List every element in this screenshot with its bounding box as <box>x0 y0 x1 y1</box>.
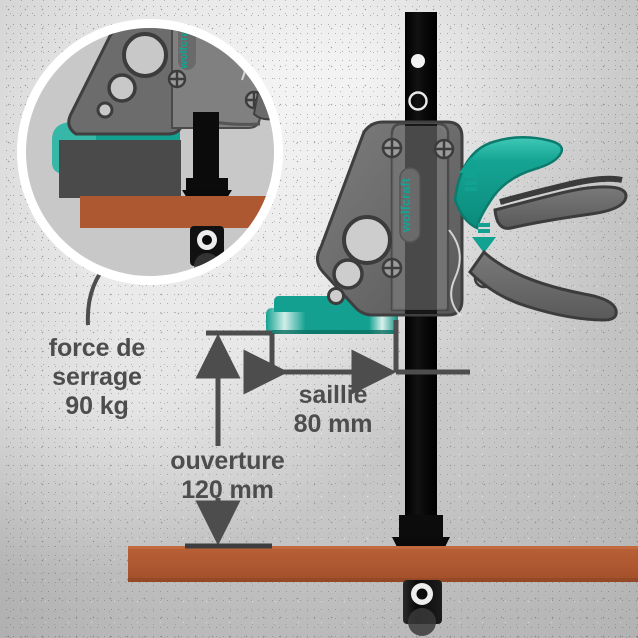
force-annotation: force de serrage 90 kg <box>22 334 172 421</box>
teal-direction-arrows <box>459 157 496 253</box>
pincer-arms <box>468 175 628 322</box>
ouverture-line-1: ouverture <box>170 447 285 475</box>
force-line-3: 90 kg <box>65 392 129 420</box>
ouverture-line-2: 120 mm <box>181 476 274 504</box>
teal-trigger-handle <box>453 136 564 230</box>
force-line-1: force de <box>48 334 146 362</box>
horizontal-dimension-arrow-icon <box>243 320 470 395</box>
force-line-2: serrage <box>52 363 142 391</box>
lower-clamp-foot <box>392 515 450 547</box>
ouverture-annotation: ouverture 120 mm <box>140 447 315 505</box>
saillie-annotation: saillie 80 mm <box>272 381 394 439</box>
body-hole-cluster <box>327 215 392 305</box>
brand-plate <box>399 167 421 243</box>
arrow-up-icon <box>459 157 483 191</box>
inset-board <box>80 196 274 228</box>
bar-hole-filled <box>411 54 425 68</box>
svg-text:wolfcraft: wolfcraft <box>178 23 190 70</box>
vertical-dimension-arrow-icon <box>185 330 272 549</box>
saillie-line-1: saillie <box>298 381 368 409</box>
bar-end-cap <box>403 580 442 636</box>
bar-hole-outline <box>408 91 428 111</box>
brand-label: wolfcraft <box>398 177 413 233</box>
wooden-board <box>128 546 638 582</box>
pincer-arm-upper <box>493 185 628 230</box>
saillie-line-2: 80 mm <box>293 410 373 438</box>
workpiece <box>59 140 181 198</box>
arrow-down-icon <box>472 223 496 253</box>
pincer-arm-lower <box>468 249 618 322</box>
